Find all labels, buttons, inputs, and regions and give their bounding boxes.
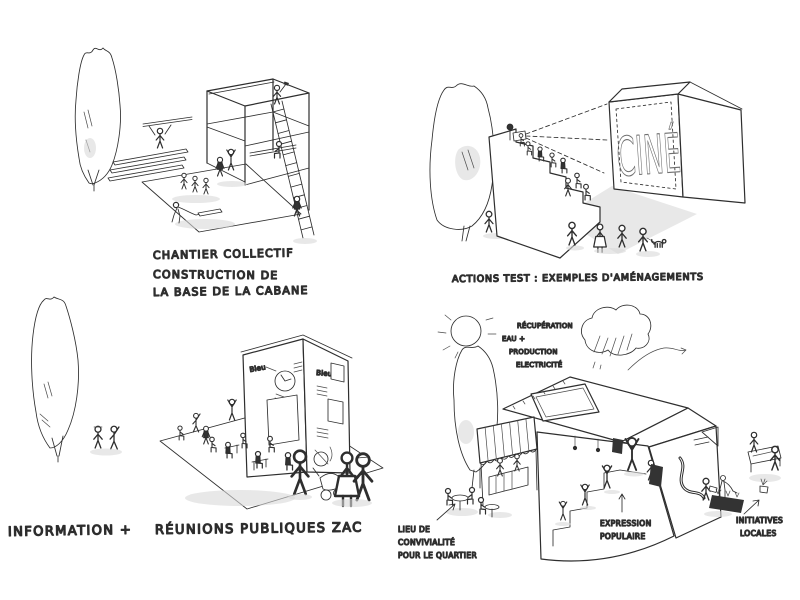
workers [142,81,302,224]
cinema-ground-shadow [560,186,697,254]
caption-information-part2: RÉUNIONS PUBLIQUES ZAC [155,519,363,538]
label-convivialite-line1: LIEU DE [398,525,430,534]
tree [31,296,79,463]
label-convivialite-line2: CONVIVIALITÉ [398,538,455,547]
label-convivialite: LIEU DE CONVIVIALITÉ POUR LE QUARTIER [397,524,477,560]
arrow-expression [618,493,626,513]
label-energy-line2: EAU + [502,335,525,343]
label-convivialite-line3: POUR LE QUARTIER [398,551,477,560]
rain-cloud [581,304,687,371]
crowd [177,398,312,506]
caption-information-part1: INFORMATION + [8,523,133,540]
projection-screen: CINÉ [608,81,746,204]
caption-chantier-line2: CONSTRUCTION DE [153,268,279,282]
label-initiatives-line1: INITIATIVES [736,516,783,525]
sun [437,314,497,368]
awning [476,416,538,506]
label-expression: EXPRESSION POPULAIRE [599,518,652,541]
label-expression-line1: EXPRESSION [600,519,652,528]
label-initiatives: INITIATIVES LOCALES [735,515,783,538]
house [502,376,722,562]
worker-bending [171,201,223,224]
scene-actions-test: CINÉ ACTIONS TEST : EXEMPLES D'AMÉNAGEME… [429,81,746,286]
label-energy-line4: ELECTRICITÉ [516,360,563,369]
caption-chantier-line1: CHANTIER COLLECTIF [153,247,294,262]
scene-information: Bleu Bleu [7,296,384,541]
caption-actions-test: ACTIONS TEST : EXEMPLES D'AMÉNAGEMENTS [452,271,704,285]
label-energy: RÉCUPÉRATION EAU + PRODUCTION ELECTRICIT… [501,320,573,369]
ladder [270,100,317,244]
label-initiatives-line2: LOCALES [740,529,777,538]
kiosk: Bleu Bleu [240,334,353,478]
stroller-group [312,451,374,508]
scene-maison: RÉCUPÉRATION EAU + PRODUCTION ELECTRICIT… [397,304,783,562]
kiosk-sign-right: Bleu [316,369,333,378]
scene-chantier: CHANTIER COLLECTIF CONSTRUCTION DE LA BA… [74,47,317,300]
label-energy-line1: RÉCUPÉRATION [517,321,573,330]
walking-couple [90,425,122,456]
ground-planks [107,148,189,182]
scaffold-cube [206,78,310,211]
seating-steps [488,128,601,259]
water-hose [678,456,706,500]
power-line [627,347,687,371]
front-opening [536,431,675,562]
caption-chantier: CHANTIER COLLECTIF CONSTRUCTION DE LA BA… [152,246,309,300]
label-expression-line2: POPULAIRE [600,532,646,541]
interior-figures [555,435,663,526]
label-energy-line3: PRODUCTION [509,348,558,356]
arrow-initiatives [743,499,760,515]
interior-stairs [552,469,647,547]
tree [429,83,495,242]
kiosk-sign-left: Bleu [249,363,266,374]
arrow-convivialite [436,503,456,521]
roof-solar-panel [530,383,600,422]
cafe-area [444,486,512,518]
caption-information: INFORMATION + RÉUNIONS PUBLIQUES ZAC [7,519,363,541]
spectators-standing [566,221,667,257]
garden-beds [693,431,782,517]
tree [453,345,499,489]
tree [74,47,121,192]
caption-chantier-line3: LA BASE DE LA CABANE [153,284,309,299]
annotation-arrows [436,493,760,521]
screen-text: CINÉ [614,121,682,190]
projection-beam [525,103,608,174]
